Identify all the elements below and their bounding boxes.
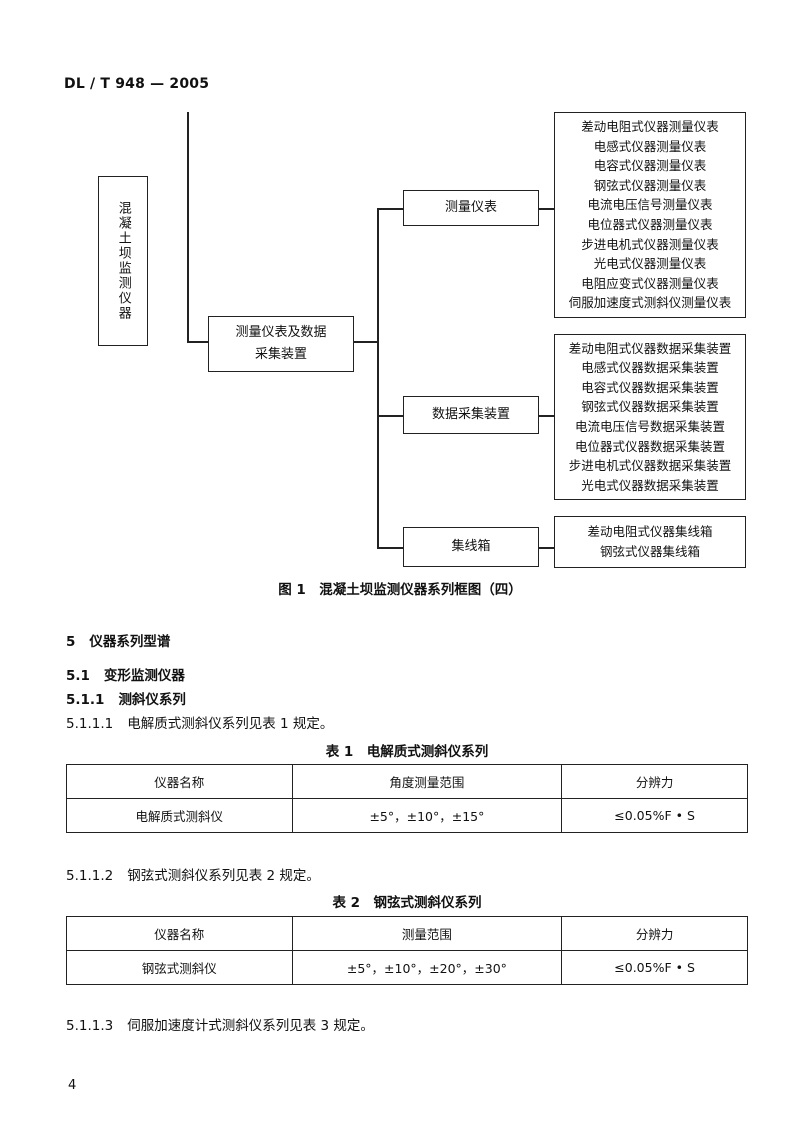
list-item: 差动电阻式仪器集线箱	[587, 524, 713, 540]
table-header-cell: 仪器名称	[66, 916, 293, 951]
main-node: 测量仪表及数据 采集装置	[208, 316, 354, 372]
section-title: 仪器系列型谱	[89, 634, 171, 650]
table-cell: ≤0.05%F • S	[561, 798, 748, 833]
table-1-caption: 表 1 电解质式测斜仪系列	[325, 744, 489, 760]
list-item: 钢弦式仪器集线箱	[599, 544, 700, 559]
list-item: 光电式仪器数据采集装置	[581, 477, 719, 493]
branch-node-measuring-instruments: 测量仪表	[403, 190, 539, 226]
paragraph-text: 钢弦式测斜仪系列见表 2 规定。	[127, 868, 320, 884]
table-cell: ±5°，±10°，±20°，±30°	[291, 950, 563, 985]
table-cell: 电解质式测斜仪	[66, 798, 293, 833]
section-5-1-heading: 5.1 变形监测仪器	[66, 664, 185, 684]
table-header-cell: 测量范围	[291, 916, 563, 951]
table-header-row: 仪器名称 测量范围 分辨力	[66, 916, 748, 951]
branch-node-junction-box: 集线箱	[403, 527, 539, 567]
page-number: 4	[68, 1078, 77, 1093]
list-measuring-instruments: 差动电阻式仪器测量仪表 电感式仪器测量仪表 电容式仪器测量仪表 钢弦式仪器测量仪…	[554, 112, 746, 318]
table-header-row: 仪器名称 角度测量范围 分辨力	[66, 764, 748, 799]
section-number: 5.1.1.2	[66, 868, 114, 884]
table-cell: ≤0.05%F • S	[561, 950, 748, 985]
list-item: 电容式仪器测量仪表	[593, 158, 707, 174]
list-item: 电阻应变式仪器测量仪表	[581, 275, 719, 291]
connector-bus-branch1	[377, 208, 403, 210]
root-node: 混凝土坝监测仪器	[98, 176, 148, 346]
list-item: 电容式仪器数据采集装置	[581, 379, 719, 395]
paragraph-text: 伺服加速度计式测斜仪系列见表 3 规定。	[127, 1018, 374, 1034]
table-row: 钢弦式测斜仪 ±5°，±10°，±20°，±30° ≤0.05%F • S	[66, 950, 748, 985]
list-item: 差动电阻式仪器数据采集装置	[568, 340, 732, 356]
list-item: 电流电压信号测量仪表	[587, 197, 713, 213]
list-item: 电感式仪器数据采集装置	[581, 360, 719, 376]
connector-bus	[377, 208, 379, 548]
table-cell: 钢弦式测斜仪	[66, 950, 293, 985]
section-number: 5.1	[66, 668, 90, 684]
branch-node-label: 数据采集装置	[431, 407, 510, 423]
list-item: 电位器式仪器测量仪表	[587, 217, 713, 232]
main-node-label-line2: 采集装置	[254, 347, 307, 362]
table-header-cell: 分辨力	[561, 764, 748, 799]
list-data-acquisition: 差动电阻式仪器数据采集装置 电感式仪器数据采集装置 电容式仪器数据采集装置 钢弦…	[554, 334, 746, 500]
list-item: 电感式仪器测量仪表	[593, 138, 707, 154]
table-1: 仪器名称 角度测量范围 分辨力 电解质式测斜仪 ±5°，±10°，±15° ≤0…	[66, 764, 748, 833]
list-item: 步进电机式仪器数据采集装置	[568, 458, 732, 474]
section-number: 5	[66, 634, 76, 650]
section-5-1-1-heading: 5.1.1 测斜仪系列	[66, 688, 186, 708]
main-node-label-line1: 测量仪表及数据	[235, 325, 327, 340]
section-5-1-1-1-paragraph: 5.1.1.1 电解质式测斜仪系列见表 1 规定。	[66, 712, 333, 732]
branch-node-label: 测量仪表	[444, 200, 497, 216]
branch-node-data-acquisition: 数据采集装置	[403, 396, 539, 434]
root-node-label: 混凝土坝监测仪器	[115, 201, 131, 321]
table-row: 电解质式测斜仪 ±5°，±10°，±15° ≤0.05%F • S	[66, 798, 748, 833]
section-5-heading: 5 仪器系列型谱	[66, 630, 170, 650]
section-title: 测斜仪系列	[118, 692, 186, 708]
list-item: 步进电机式仪器测量仪表	[581, 236, 719, 252]
table-2-caption: 表 2 钢弦式测斜仪系列	[332, 895, 482, 911]
section-number: 5.1.1	[66, 692, 105, 708]
connector-bus-branch3	[377, 547, 403, 549]
section-5-1-1-2-paragraph: 5.1.1.2 钢弦式测斜仪系列见表 2 规定。	[66, 864, 320, 884]
list-item: 钢弦式仪器测量仪表	[593, 177, 707, 193]
connector-trunk-to-main	[187, 341, 208, 343]
connector-bus-branch2	[377, 415, 403, 417]
connector-main-to-bus	[354, 341, 378, 343]
list-item: 差动电阻式仪器测量仪表	[581, 119, 719, 135]
section-title: 变形监测仪器	[103, 668, 185, 684]
list-item: 钢弦式仪器数据采集装置	[581, 399, 719, 415]
list-item: 伺服加速度式测斜仪测量仪表	[568, 295, 732, 311]
branch-node-label: 集线箱	[451, 539, 491, 555]
connector-branch3-list	[539, 547, 554, 549]
doc-header-id: DL / T 948 — 2005	[64, 76, 210, 92]
list-item: 光电式仪器测量仪表	[593, 256, 707, 272]
connector-branch1-list	[539, 208, 554, 210]
connector-branch2-list	[539, 415, 554, 417]
section-5-1-1-3-paragraph: 5.1.1.3 伺服加速度计式测斜仪系列见表 3 规定。	[66, 1014, 374, 1034]
figure-caption: 图 1 混凝土坝监测仪器系列框图（四）	[278, 582, 522, 598]
section-number: 5.1.1.3	[66, 1018, 114, 1034]
table-header-cell: 分辨力	[561, 916, 748, 951]
section-number: 5.1.1.1	[66, 716, 114, 732]
table-header-cell: 仪器名称	[66, 764, 293, 799]
list-junction-box: 差动电阻式仪器集线箱 钢弦式仪器集线箱	[554, 516, 746, 568]
table-cell: ±5°，±10°，±15°	[291, 798, 563, 833]
table-2: 仪器名称 测量范围 分辨力 钢弦式测斜仪 ±5°，±10°，±20°，±30° …	[66, 916, 748, 985]
table-header-cell: 角度测量范围	[291, 764, 563, 799]
paragraph-text: 电解质式测斜仪系列见表 1 规定。	[127, 716, 334, 732]
list-item: 电位器式仪器数据采集装置	[574, 438, 725, 454]
list-item: 电流电压信号数据采集装置	[574, 419, 725, 434]
connector-root-trunk	[187, 112, 189, 342]
